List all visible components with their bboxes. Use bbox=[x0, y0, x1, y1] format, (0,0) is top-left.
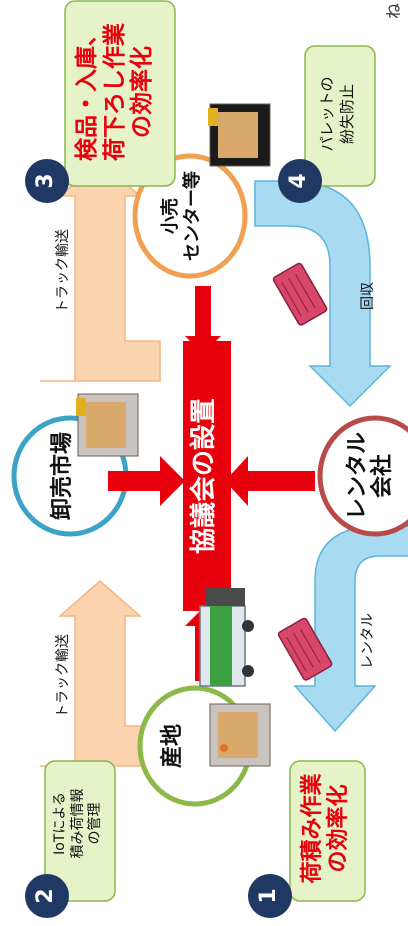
forklift-pallet-icon bbox=[76, 393, 139, 457]
pallet-icon bbox=[272, 262, 328, 326]
measure-box-2 bbox=[44, 760, 116, 902]
measure-3-line3: の効率化 bbox=[129, 46, 156, 138]
measure-1-text: 荷積み作業 の効率化 bbox=[300, 761, 353, 896]
flow-truck-left: トラック輸送 bbox=[55, 634, 71, 718]
edge-fragment: ね bbox=[384, 3, 403, 20]
measure-1-line1: 荷積み作業 bbox=[300, 773, 325, 884]
measure-3-line1: 検品・入庫、 bbox=[74, 23, 100, 161]
measure-box-1 bbox=[289, 760, 366, 902]
badge-1 bbox=[248, 874, 292, 918]
node-rental-line1: レンタル bbox=[345, 432, 370, 521]
node-retail-line1: 小売 bbox=[160, 198, 181, 234]
pallet-icon bbox=[277, 617, 333, 681]
badge-4 bbox=[278, 159, 322, 203]
measure-2-line3: の管理 bbox=[87, 802, 103, 845]
forklift-pallet-icon bbox=[209, 703, 271, 767]
measure-2-text: IoTによる 積み荷情報 の管理 bbox=[52, 761, 105, 886]
council-box bbox=[183, 341, 231, 611]
measure-4-text: パレットの 紛失防止 bbox=[318, 50, 357, 178]
badge-2 bbox=[25, 874, 69, 918]
badge-3 bbox=[25, 159, 69, 203]
node-rental: レンタル 会社 bbox=[345, 418, 396, 534]
node-retail-line2: センター等 bbox=[181, 171, 203, 261]
flow-collect: 回収 bbox=[360, 282, 376, 310]
node-origin: 産地 bbox=[160, 724, 185, 769]
measure-2-line2: 積み荷情報 bbox=[69, 788, 86, 859]
measure-2-line1: IoTによる bbox=[52, 792, 68, 855]
rental-ring bbox=[317, 415, 408, 537]
measure-box-4 bbox=[304, 45, 376, 187]
measure-1-line2: の効率化 bbox=[326, 784, 352, 873]
measure-4-line2: 紛失防止 bbox=[337, 84, 356, 145]
council-label: 協議会の設置 bbox=[189, 398, 219, 555]
forklift-pallet-icon bbox=[208, 103, 271, 167]
truck-icon bbox=[199, 588, 254, 687]
flow-rental: レンタル bbox=[360, 613, 376, 669]
node-retail: 小売 センター等 bbox=[160, 156, 203, 276]
badge-4-number: 4 bbox=[286, 173, 311, 189]
node-wholesale: 卸売市場 bbox=[50, 432, 75, 521]
measure-3-line2: 荷下ろし作業 bbox=[101, 23, 128, 161]
flow-truck-right: トラック輸送 bbox=[55, 229, 71, 313]
measure-box-3 bbox=[64, 0, 176, 187]
measure-4-line1: パレットの bbox=[318, 76, 336, 152]
badge-3-number: 3 bbox=[33, 173, 58, 189]
node-rental-line2: 会社 bbox=[370, 454, 396, 499]
badge-1-number: 1 bbox=[256, 888, 281, 904]
measure-3-text: 検品・入庫、 荷下ろし作業 の効率化 bbox=[74, 6, 157, 178]
